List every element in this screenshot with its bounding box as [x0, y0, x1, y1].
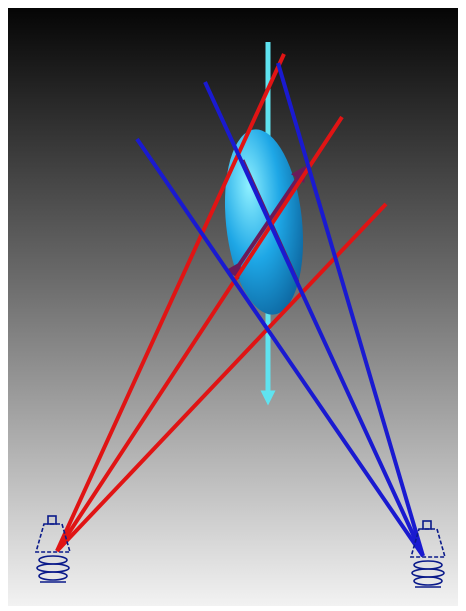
gradient-background [8, 8, 458, 606]
